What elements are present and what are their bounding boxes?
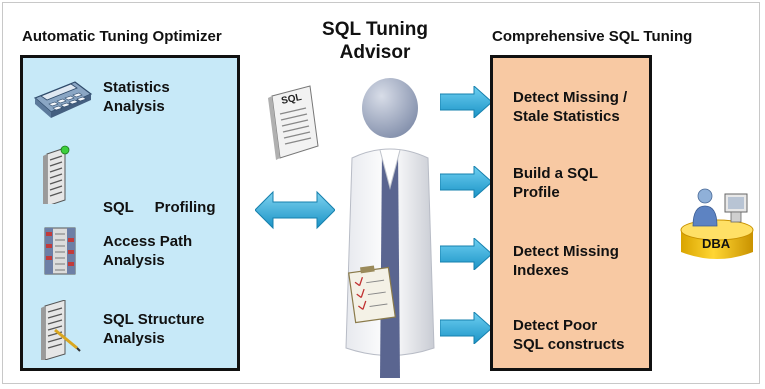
right-item-1-line1: Detect Missing / [513,89,628,106]
calculator-icon [33,81,93,118]
right-item-2-line1: Build a SQL [513,165,599,182]
left-item-access-path-line1: Access Path [103,233,193,250]
comprehensive-sql-tuning-panel: Detect Missing / Stale Statistics Build … [490,55,652,371]
left-item-statistics-line2: Analysis [103,98,165,115]
automatic-tuning-optimizer-panel: Statistics Analysis SQL Profiling [20,55,240,371]
arrow-right-icon [440,166,492,198]
right-item-4-line1: Detect Poor [513,317,598,334]
sql-document-icon: SQL [268,85,319,160]
advisor-title-line1: SQL Tuning [322,19,428,40]
left-item-sql-profiling: SQL Profiling [23,140,237,216]
dba-database-icon [680,188,754,259]
right-panel-title: Comprehensive SQL Tuning [492,28,693,45]
left-item-structure-line1: SQL Structure [103,311,205,328]
right-item-2-line2: Profile [513,184,560,201]
advisor-figure-icon [345,78,435,378]
sql-document-label: SQL [280,92,302,107]
arrow-right-icon [440,86,492,118]
left-item-statistics-analysis: Statistics Analysis [23,64,237,134]
left-item-sql-structure-analysis: SQL Structure Analysis [23,296,237,366]
right-item-4-line2: SQL constructs [513,336,625,353]
dba-label: DBA [702,236,731,251]
bidirectional-arrow-icon [255,190,335,230]
left-item-structure-line2: Analysis [103,330,165,347]
right-item-detect-missing-indexes: Detect Missing Indexes [513,242,653,280]
right-item-1-line2: Stale Statistics [513,108,620,125]
advisor-title: SQL Tuning Advisor [300,18,450,64]
arrow-right-icon [440,312,492,344]
advisor-title-line2: Advisor [339,42,411,63]
right-item-3-line1: Detect Missing [513,243,619,260]
left-item-access-path-analysis: Access Path Analysis [23,218,237,288]
pencil-document-icon [41,300,81,360]
profile-document-icon [43,145,70,204]
index-icon [44,227,76,275]
right-item-build-sql-profile: Build a SQL Profile [513,164,653,202]
left-panel-title: Automatic Tuning Optimizer [22,28,222,45]
left-item-profiling-line1: SQL Profiling [103,199,216,216]
arrow-right-icon [440,238,492,270]
right-item-3-line2: Indexes [513,262,569,279]
right-item-detect-missing-statistics: Detect Missing / Stale Statistics [513,88,653,126]
left-item-statistics-line1: Statistics [103,79,170,96]
right-item-detect-poor-sql: Detect Poor SQL constructs [513,316,653,354]
left-item-access-path-line2: Analysis [103,252,165,269]
